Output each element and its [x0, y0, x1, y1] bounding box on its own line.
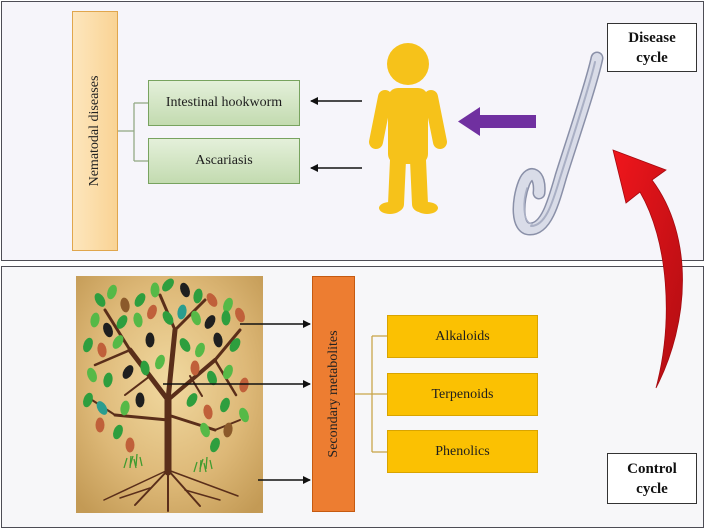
disease-label: Ascariasis: [195, 153, 253, 168]
tree-leaf: [87, 367, 97, 383]
metabolite-box-terpenoids: Terpenoids: [387, 373, 538, 416]
tree-leaf: [204, 315, 216, 329]
tree-leaf: [120, 297, 130, 313]
control-feedback-arrow: [612, 149, 683, 389]
tree-leaf: [103, 322, 113, 338]
tree-leaf: [103, 372, 113, 388]
tree-leaf: [122, 365, 134, 379]
tree-leaf: [229, 338, 241, 352]
nematodal-diseases-label: Nematodal diseases: [87, 75, 102, 187]
tree-leaf: [90, 312, 100, 328]
nematode-worm-icon: [512, 51, 604, 236]
tree-branch: [165, 327, 178, 403]
tree-leaf: [107, 284, 117, 300]
control-cycle-label-box: Control cycle: [607, 453, 697, 504]
infection-arrow: [458, 107, 536, 136]
metabolite-box-alkaloids: Alkaloids: [387, 315, 538, 358]
secondary-metabolites-box: Secondary metabolites: [312, 276, 355, 512]
tree-root: [103, 469, 169, 501]
tree-leaf: [210, 437, 220, 453]
tree-leaf: [133, 312, 143, 328]
disease-box-ascariasis: Ascariasis: [148, 138, 300, 184]
tree-leaf: [95, 417, 105, 433]
tree-leaf: [200, 422, 210, 438]
tree-leaf: [113, 424, 123, 440]
tree-leaf: [116, 315, 128, 329]
tree-leaf: [221, 310, 231, 326]
metabolite-label: Alkaloids: [435, 328, 490, 344]
tree-branch: [103, 308, 132, 352]
tree-leaf: [135, 392, 145, 408]
tree-branch: [173, 298, 207, 332]
tree-leaf: [179, 338, 191, 352]
tree-leaf: [150, 282, 160, 298]
tree-root: [134, 469, 169, 506]
tree-branch: [189, 375, 203, 397]
metabolite-box-phenolics: Phenolics: [387, 430, 538, 473]
tree-leaf: [97, 342, 107, 358]
tree-leaf: [186, 393, 198, 407]
tree-leaf: [213, 332, 223, 348]
tree-leaf: [239, 407, 249, 423]
tree-leaf: [239, 377, 249, 393]
tree-root: [184, 489, 221, 501]
metabolite-bracket-connector: [355, 335, 387, 453]
tree-leaf: [134, 293, 146, 307]
tree-leaf: [147, 304, 157, 320]
tree-branch: [124, 375, 151, 396]
disease-bracket-connector: [118, 102, 148, 162]
tree-leaf: [223, 364, 233, 380]
tree-leaf: [145, 332, 155, 348]
tree-leaf: [83, 392, 93, 408]
tree-leaf: [193, 288, 203, 304]
tree-leaf: [203, 404, 213, 420]
tree-leaf: [220, 397, 230, 413]
disease-box-hookworm: Intestinal hookworm: [148, 80, 300, 126]
secondary-metabolites-label: Secondary metabolites: [325, 330, 341, 458]
tree-branch: [213, 328, 242, 362]
metabolite-label: Terpenoids: [431, 386, 494, 402]
tree-icon: [76, 276, 263, 513]
tree-leaf: [112, 335, 124, 349]
disease-cycle-label-box: Disease cycle: [607, 23, 697, 72]
tree-leaf: [162, 278, 174, 292]
tree-leaf: [120, 400, 130, 416]
tree-leaf: [235, 307, 245, 323]
tree-leaf: [162, 311, 174, 325]
tree-leaf: [94, 293, 106, 307]
tree-leaf: [207, 370, 217, 386]
tree-leaf: [206, 293, 218, 307]
tree-leaf: [195, 342, 205, 358]
tree-leaf: [125, 437, 135, 453]
control-cycle-label: Control cycle: [627, 460, 677, 497]
nematodal-diseases-box: Nematodal diseases: [72, 11, 118, 251]
disease-label: Intestinal hookworm: [165, 95, 283, 110]
tree-leaf: [190, 360, 200, 376]
metabolite-label: Phenolics: [435, 443, 490, 459]
tree-leaf: [223, 297, 233, 313]
tree-leaf: [155, 354, 165, 370]
tree-root: [167, 469, 239, 497]
tree-leaf: [180, 282, 190, 298]
tree-leaf: [96, 401, 108, 415]
tree-leaf: [177, 304, 187, 320]
tree-branch: [127, 347, 171, 403]
tree-leaf: [191, 310, 201, 326]
human-figure-icon: [369, 43, 447, 214]
tree-branch: [113, 413, 170, 422]
tree-root: [167, 469, 201, 507]
tree-root: [119, 487, 151, 499]
tree-leaf: [140, 360, 150, 376]
tree-branch: [93, 348, 132, 367]
grass-tuft: [129, 453, 143, 467]
grass-tuft: [199, 456, 213, 470]
tree-leaf: [83, 337, 93, 353]
disease-cycle-label: Disease cycle: [628, 29, 676, 66]
tree-leaf: [223, 422, 233, 438]
